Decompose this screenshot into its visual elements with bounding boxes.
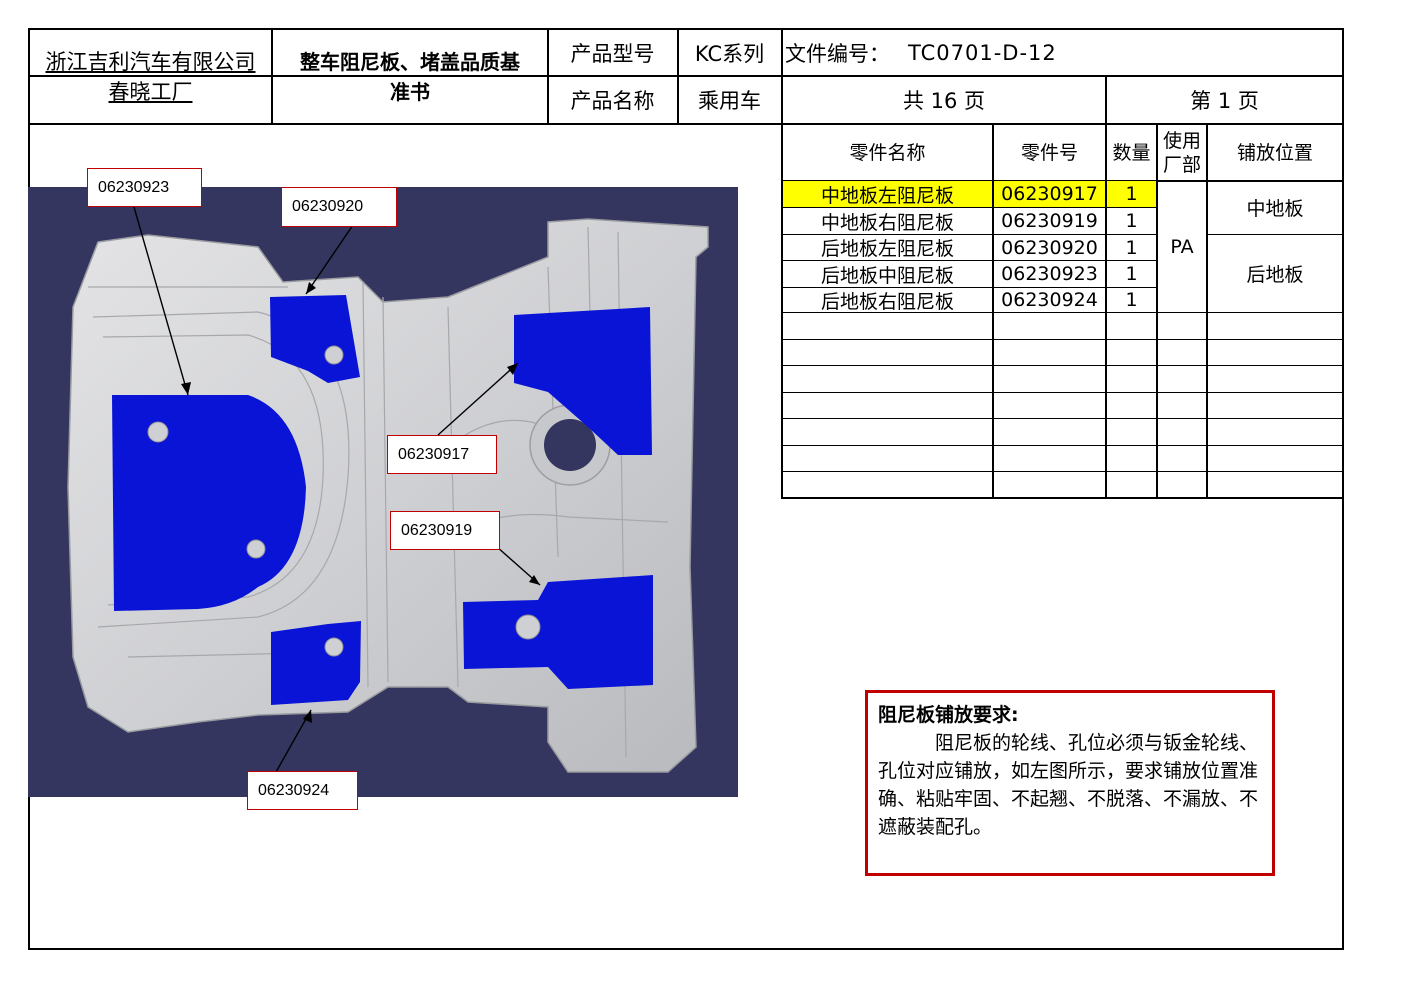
col-header-part-number: 零件号 <box>1020 141 1078 164</box>
damping-pads <box>112 295 653 705</box>
part-name-cell: 后地板右阻尼板 <box>820 290 954 313</box>
table-vline-dept-lower <box>1156 312 1158 498</box>
part-name-cell: 中地板右阻尼板 <box>820 211 954 234</box>
pad-06230919 <box>463 575 653 689</box>
part-number-cell: 06230923 <box>1001 263 1098 285</box>
quantity-cell: 1 <box>1125 210 1138 232</box>
quantity-cell: 1 <box>1125 289 1138 311</box>
total-pages: 共 16 页 <box>902 89 986 113</box>
part-number-cell: 06230924 <box>1001 289 1098 311</box>
table-hline-e3 <box>781 392 1344 393</box>
header-vline-1 <box>271 28 273 124</box>
table-hline-position-split <box>1206 234 1344 235</box>
product-name-value: 乘用车 <box>698 89 761 113</box>
col-header-position: 铺放位置 <box>1236 141 1313 164</box>
callout-06230920: 06230920 <box>281 187 397 227</box>
quantity-cell: 1 <box>1107 181 1156 207</box>
document-title-line-1: 整车阻尼板、堵盖品质基 <box>300 49 520 74</box>
header-divider-bottom <box>28 123 1344 125</box>
callout-06230924: 06230924 <box>247 771 358 810</box>
position-rear-floor-cell: 后地板 <box>1246 264 1304 286</box>
col-header-department-line-2: 厂部 <box>1162 153 1201 176</box>
product-model-label: 产品型号 <box>570 41 655 66</box>
file-number: 文件编号： TC0701-D-12 <box>783 30 1342 75</box>
company-name: 浙江吉利汽车有限公司 春晓工厂 <box>30 30 271 123</box>
pad-06230917 <box>514 307 652 455</box>
col-header-quantity: 数量 <box>1112 141 1151 164</box>
table-vline-number <box>992 124 994 498</box>
product-name-label: 产品名称 <box>570 89 655 113</box>
table-hline-e1 <box>781 339 1344 340</box>
table-hline-e6 <box>781 471 1344 472</box>
table-hline-e2 <box>781 365 1344 366</box>
col-header-part-name: 零件名称 <box>849 141 926 164</box>
table-hline-e4 <box>781 418 1344 419</box>
callout-06230917: 06230917 <box>387 435 497 474</box>
document-title: 整车阻尼板、堵盖品质基 准书 <box>273 30 547 123</box>
position-mid-floor-cell: 中地板 <box>1246 198 1304 220</box>
callout-06230919: 06230919 <box>390 511 500 550</box>
table-hline-bottom <box>781 497 1344 499</box>
file-number-value: TC0701-D-12 <box>908 40 1057 65</box>
table-hline-header <box>781 180 1344 182</box>
document-title-line-2: 准书 <box>390 79 430 104</box>
product-model-value: KC系列 <box>694 41 765 66</box>
table-vline-dept <box>1156 124 1158 312</box>
part-number-cell: 06230920 <box>1001 236 1098 259</box>
quantity-cell: 1 <box>1125 236 1138 259</box>
pad-06230924 <box>271 621 361 705</box>
requirements-box: 阻尼板铺放要求: 阻尼板的轮线、孔位必须与钣金轮线、孔位对应铺放，如左图所示，要… <box>865 690 1275 876</box>
part-number-cell: 06230917 <box>994 181 1105 207</box>
table-vline-qty <box>1105 124 1107 498</box>
floor-panel-diagram <box>28 187 738 797</box>
requirements-body: 阻尼板的轮线、孔位必须与钣金轮线、孔位对应铺放，如左图所示，要求铺放位置准确、粘… <box>878 732 1259 838</box>
floor-panel-drawing <box>67 206 709 773</box>
header-vline-4 <box>781 28 783 498</box>
table-hline-r2 <box>781 234 1157 235</box>
table-hline-r1 <box>781 207 1157 208</box>
header-vline-2 <box>547 28 549 124</box>
table-hline-r5 <box>781 312 1344 313</box>
header-vline-3 <box>677 28 679 124</box>
company-line-2: 春晓工厂 <box>108 79 193 104</box>
department-cell: PA <box>1170 235 1194 258</box>
part-name-cell: 后地板中阻尼板 <box>820 264 954 287</box>
part-name-cell: 中地板左阻尼板 <box>783 181 992 207</box>
current-page: 第 1 页 <box>1190 89 1259 113</box>
requirements-title: 阻尼板铺放要求: <box>878 704 1019 726</box>
table-vline-position <box>1206 124 1208 498</box>
col-header-department: 使用 厂部 <box>1158 125 1206 180</box>
table-hline-e5 <box>781 445 1344 446</box>
header-divider-mid <box>28 75 1344 77</box>
file-number-label: 文件编号： <box>785 41 890 66</box>
company-line-1: 浙江吉利汽车有限公司 <box>45 49 256 74</box>
col-header-department-line-1: 使用 <box>1162 129 1201 152</box>
part-number-cell: 06230919 <box>1001 210 1098 232</box>
table-hline-r4 <box>781 287 1157 288</box>
table-hline-r3 <box>781 260 1157 261</box>
callout-06230923: 06230923 <box>87 168 202 207</box>
table-vline-right <box>1342 124 1344 498</box>
pad-holes <box>147 345 541 657</box>
quantity-cell: 1 <box>1125 263 1138 285</box>
tunnel-hole <box>544 419 596 471</box>
header-vline-5 <box>1105 75 1107 125</box>
leader-arrowheads <box>181 282 540 723</box>
part-name-cell: 后地板左阻尼板 <box>820 238 954 260</box>
